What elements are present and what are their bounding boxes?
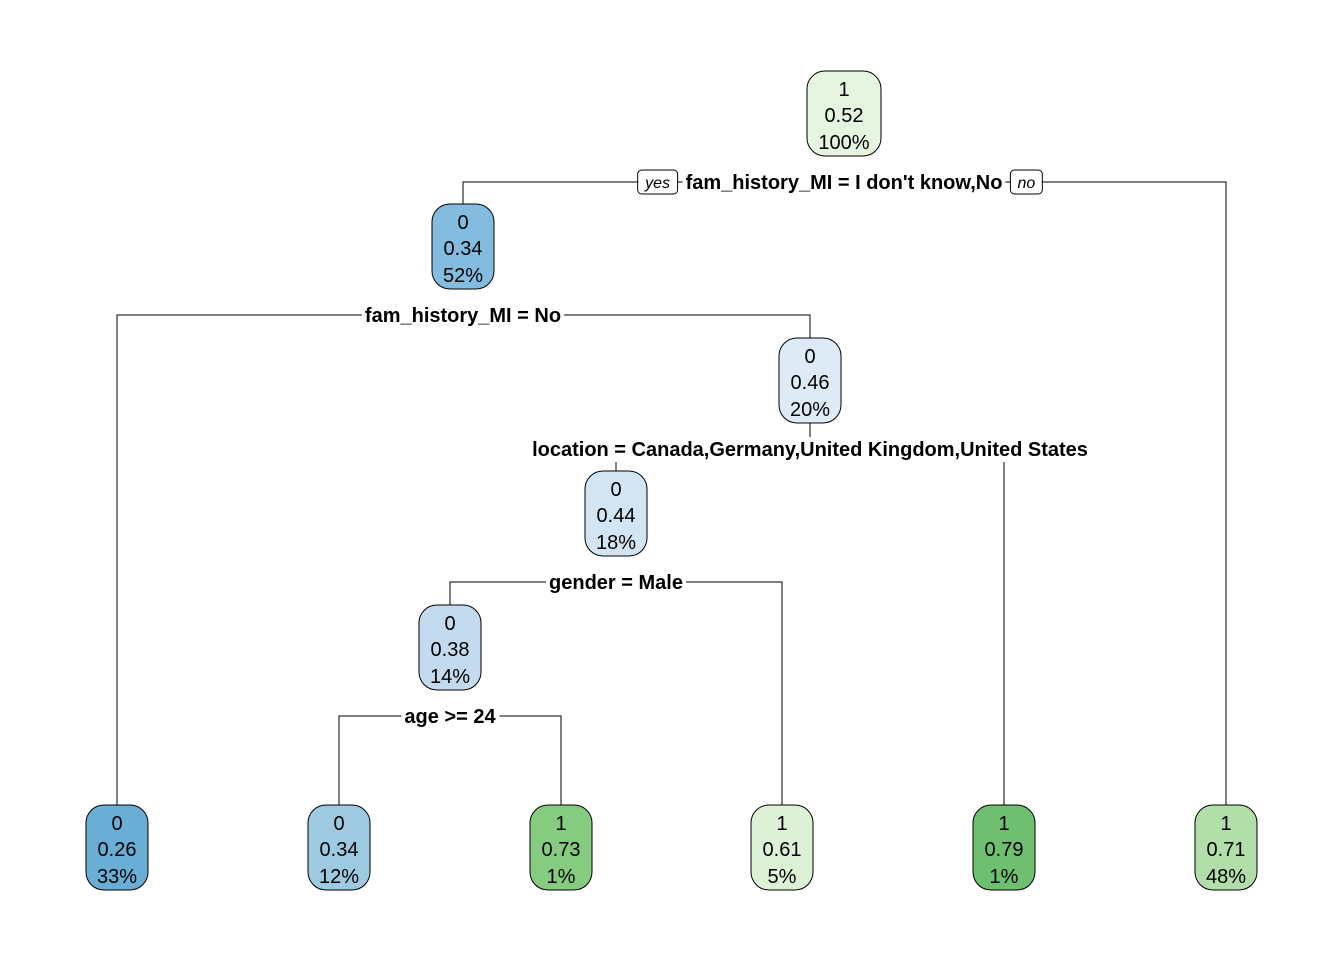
node-prob: 0.71 [1207,839,1246,861]
node-pct: 100% [818,132,869,154]
tree-node-l3: 1 0.73 1% [529,804,593,891]
node-box [778,337,842,424]
node-pct: 20% [790,399,830,421]
tree-edge-s5 [338,715,562,805]
node-pct: 5% [768,866,797,888]
split-label: fam_history_MI = No [365,305,561,327]
tree-edge-s3 [615,448,1005,805]
tree-node-l2: 0 0.34 12% [307,804,371,891]
tree-edge-s1 [462,181,1227,805]
node-prob: 0.73 [542,839,581,861]
node-box [529,804,593,891]
tree-node-l5: 1 0.79 1% [972,804,1036,891]
node-cls: 1 [1220,813,1231,835]
tree-node-l4: 1 0.61 5% [750,804,814,891]
tree-node-n2: 0 0.34 52% [431,203,495,290]
tree-edge-s4 [449,581,783,805]
node-prob: 0.61 [763,839,802,861]
split-label: gender = Male [549,572,683,594]
node-pct: 1% [547,866,576,888]
node-box [1194,804,1258,891]
tree-node-l6: 1 0.71 48% [1194,804,1258,891]
node-prob: 0.38 [431,639,470,661]
node-box [307,804,371,891]
split-label-background [401,705,500,729]
node-prob: 0.34 [444,238,483,260]
split-label-background [529,438,1091,462]
yes-tag: yes [644,175,670,192]
tree-node-n5: 0 0.46 20% [778,337,842,424]
split-label: location = Canada,Germany,United Kingdom… [532,439,1088,461]
node-prob: 0.52 [825,105,864,127]
node-cls: 0 [333,813,344,835]
node-pct: 33% [97,866,137,888]
node-pct: 12% [319,866,359,888]
node-cls: 0 [804,346,815,368]
node-box [750,804,814,891]
tree-edge-s2 [116,314,811,805]
split-label-background [682,171,1006,195]
tree-node-root: 1 0.52 100% [806,70,882,157]
node-cls: 0 [111,813,122,835]
split-label: fam_history_MI = I don't know,No [686,172,1003,194]
node-box [584,470,648,557]
node-cls: 0 [610,479,621,501]
yes-tag-box [637,169,679,195]
node-cls: 1 [838,79,849,101]
node-prob: 0.34 [320,839,359,861]
node-pct: 1% [990,866,1019,888]
node-box [85,804,149,891]
node-cls: 1 [776,813,787,835]
split-label-background [361,304,565,328]
node-box [972,804,1036,891]
node-cls: 1 [998,813,1009,835]
node-cls: 0 [444,613,455,635]
node-prob: 0.26 [98,839,137,861]
node-pct: 48% [1206,866,1246,888]
node-prob: 0.44 [597,505,636,527]
node-cls: 0 [457,212,468,234]
split-label: age >= 24 [404,706,496,728]
no-tag-box [1009,169,1043,195]
tree-node-n20: 0 0.38 14% [418,604,482,691]
node-pct: 52% [443,265,483,287]
tree-node-l1: 0 0.26 33% [85,804,149,891]
split-label-background [546,571,686,595]
tree-node-n10: 0 0.44 18% [584,470,648,557]
no-tag: no [1017,175,1035,192]
node-prob: 0.46 [791,372,830,394]
node-box [806,70,882,157]
node-box [431,203,495,290]
node-pct: 18% [596,532,636,554]
node-box [418,604,482,691]
node-pct: 14% [430,666,470,688]
node-cls: 1 [555,813,566,835]
node-prob: 0.79 [985,839,1024,861]
